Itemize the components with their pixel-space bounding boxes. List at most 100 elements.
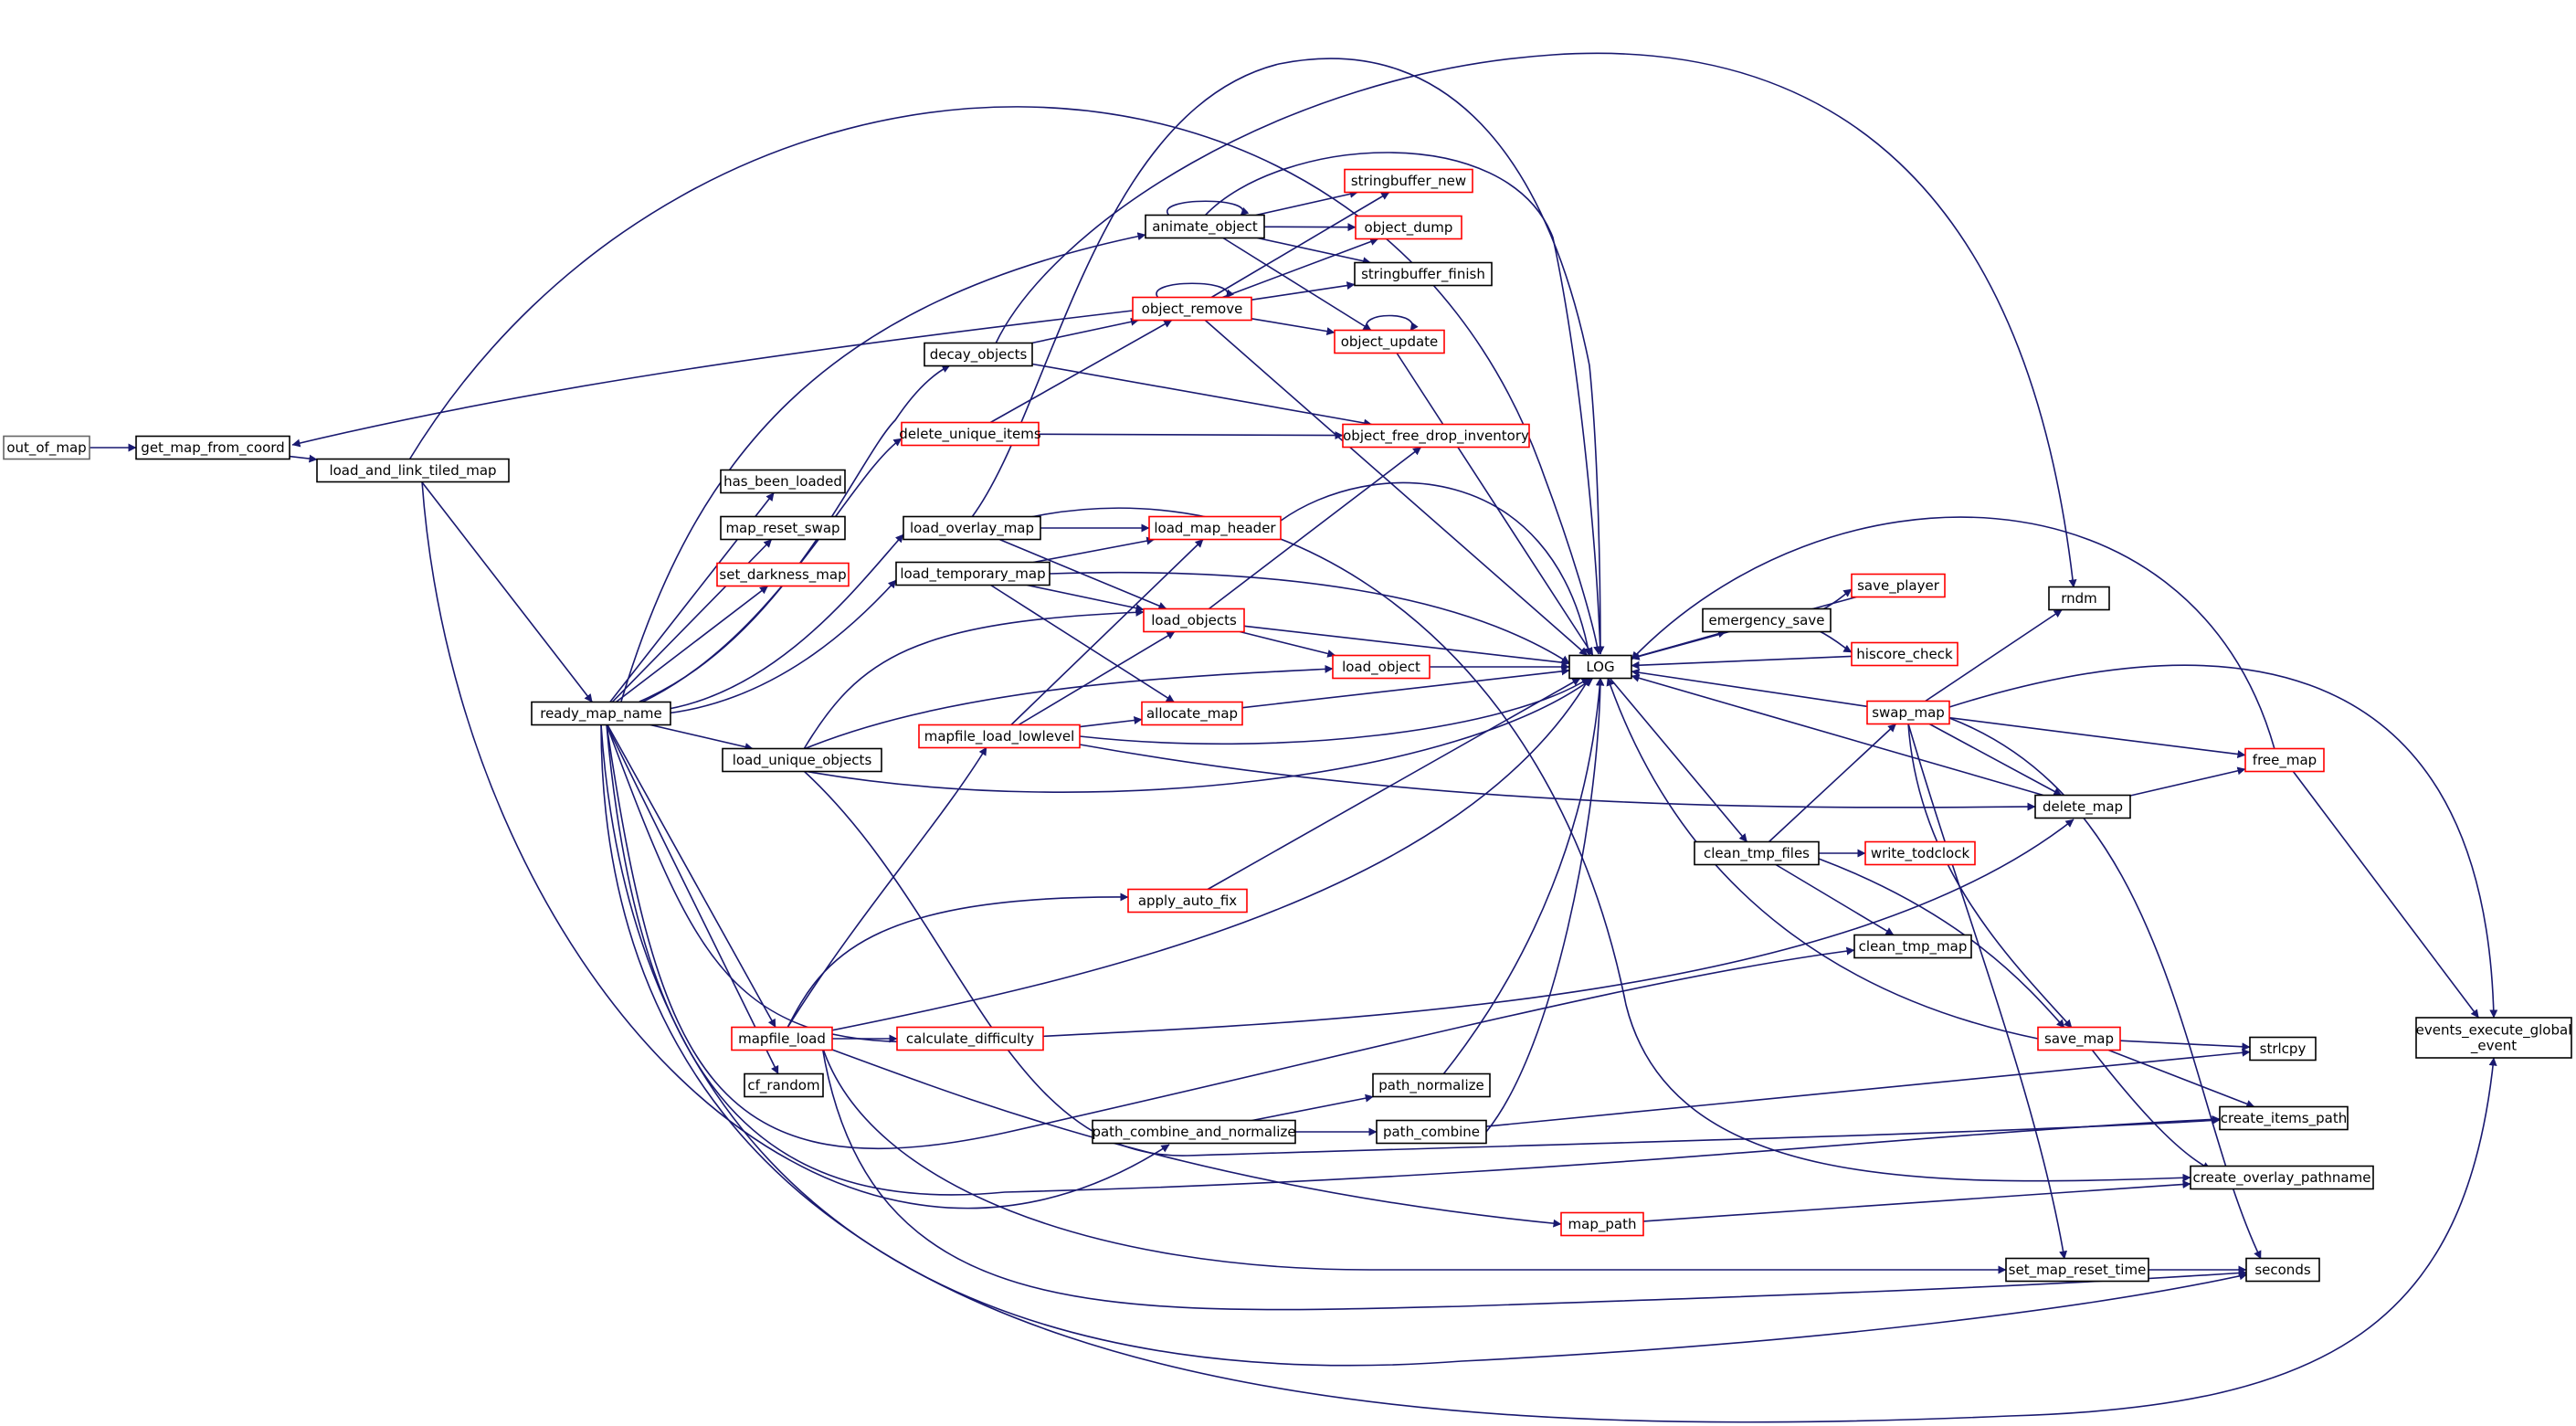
node-allocate_map[interactable]: allocate_map [1141, 701, 1243, 726]
node-box-cf_random[interactable] [744, 1072, 824, 1098]
node-object_remove[interactable]: object_remove [1132, 296, 1252, 322]
node-box-load_objects[interactable] [1143, 607, 1245, 633]
node-box-mapfile_load[interactable] [731, 1026, 833, 1051]
node-box-load_object[interactable] [1332, 654, 1431, 680]
node-box-load_and_link_tiled_map[interactable] [316, 458, 510, 483]
node-box-apply_auto_fix[interactable] [1127, 888, 1248, 914]
node-box-clean_tmp_map[interactable] [1853, 934, 1972, 959]
node-mapfile_load_lowlevel[interactable]: mapfile_load_lowlevel [918, 724, 1081, 749]
node-object_free_drop_inventory[interactable]: object_free_drop_inventory [1342, 423, 1530, 449]
node-save_map[interactable]: save_map [2037, 1026, 2121, 1051]
node-ready_map_name[interactable]: ready_map_name [531, 701, 671, 726]
node-box-set_map_reset_time[interactable] [2005, 1257, 2149, 1283]
node-box-object_remove[interactable] [1132, 296, 1252, 322]
node-path_combine_and_normalize[interactable]: path_combine_and_normalize [1092, 1119, 1296, 1145]
node-box-map_path[interactable] [1560, 1211, 1644, 1237]
node-load_temporary_map[interactable]: load_temporary_map [895, 561, 1050, 586]
node-box-path_combine_and_normalize[interactable] [1092, 1119, 1296, 1145]
node-create_items_path[interactable]: create_items_path [2219, 1105, 2349, 1131]
node-box-object_update[interactable] [1334, 329, 1445, 354]
node-box-create_overlay_pathname[interactable] [2190, 1165, 2374, 1190]
node-box-decay_objects[interactable] [924, 342, 1033, 367]
node-get_map_from_coord[interactable]: get_map_from_coord [135, 435, 290, 460]
node-clean_tmp_files[interactable]: clean_tmp_files [1694, 840, 1820, 866]
node-box-mapfile_load_lowlevel[interactable] [918, 724, 1081, 749]
node-box-stringbuffer_new[interactable] [1344, 168, 1473, 194]
node-box-delete_unique_items[interactable] [901, 421, 1040, 447]
node-clean_tmp_map[interactable]: clean_tmp_map [1853, 934, 1972, 959]
node-map_path[interactable]: map_path [1560, 1211, 1644, 1237]
node-events_execute_global_event[interactable]: events_execute_global_event [2415, 1017, 2572, 1059]
node-stringbuffer_new[interactable]: stringbuffer_new [1344, 168, 1473, 194]
node-box-animate_object[interactable] [1145, 214, 1265, 239]
node-rndm[interactable]: rndm [2048, 586, 2110, 611]
node-cf_random[interactable]: cf_random [744, 1072, 824, 1098]
node-swap_map[interactable]: swap_map [1866, 700, 1950, 725]
node-has_been_loaded[interactable]: has_been_loaded [720, 469, 846, 494]
node-box-create_items_path[interactable] [2219, 1105, 2349, 1131]
node-box-LOG[interactable] [1568, 654, 1632, 680]
node-free_map[interactable]: free_map [2244, 747, 2325, 773]
node-box-delete_map[interactable] [2034, 794, 2131, 819]
node-path_combine[interactable]: path_combine [1376, 1119, 1487, 1145]
node-decay_objects[interactable]: decay_objects [924, 342, 1033, 367]
node-box-object_free_drop_inventory[interactable] [1342, 423, 1530, 449]
node-box-save_player[interactable] [1851, 573, 1946, 598]
node-out_of_map[interactable]: out_of_map [3, 435, 90, 460]
node-animate_object[interactable]: animate_object [1145, 214, 1265, 239]
node-box-map_reset_swap[interactable] [720, 515, 846, 541]
node-box-emergency_save[interactable] [1702, 607, 1832, 633]
node-box-swap_map[interactable] [1866, 700, 1950, 725]
node-delete_map[interactable]: delete_map [2034, 794, 2131, 819]
node-box-load_temporary_map[interactable] [895, 561, 1050, 586]
node-box-seconds[interactable] [2245, 1257, 2320, 1283]
node-box-load_unique_objects[interactable] [722, 747, 882, 773]
node-box-hiscore_check[interactable] [1851, 641, 1958, 667]
node-seconds[interactable]: seconds [2245, 1257, 2320, 1283]
node-strlcpy[interactable]: strlcpy [2249, 1036, 2317, 1062]
node-box-allocate_map[interactable] [1141, 701, 1243, 726]
node-box-write_todclock[interactable] [1864, 840, 1976, 866]
node-box-events_execute_global_event[interactable] [2415, 1017, 2572, 1059]
node-box-path_normalize[interactable] [1372, 1072, 1491, 1098]
node-box-load_overlay_map[interactable] [903, 515, 1041, 541]
node-load_map_header[interactable]: load_map_header [1148, 515, 1282, 541]
node-box-strlcpy[interactable] [2249, 1036, 2317, 1062]
node-write_todclock[interactable]: write_todclock [1864, 840, 1976, 866]
node-box-load_map_header[interactable] [1148, 515, 1282, 541]
node-path_normalize[interactable]: path_normalize [1372, 1072, 1491, 1098]
node-box-clean_tmp_files[interactable] [1694, 840, 1820, 866]
node-box-stringbuffer_finish[interactable] [1354, 261, 1493, 287]
node-box-get_map_from_coord[interactable] [135, 435, 290, 460]
node-box-calculate_difficulty[interactable] [896, 1026, 1044, 1051]
node-box-out_of_map[interactable] [3, 435, 90, 460]
node-box-rndm[interactable] [2048, 586, 2110, 611]
node-map_reset_swap[interactable]: map_reset_swap [720, 515, 846, 541]
node-object_update[interactable]: object_update [1334, 329, 1445, 354]
node-calculate_difficulty[interactable]: calculate_difficulty [896, 1026, 1044, 1051]
node-mapfile_load[interactable]: mapfile_load [731, 1026, 833, 1051]
node-hiscore_check[interactable]: hiscore_check [1851, 641, 1958, 667]
node-box-set_darkness_map[interactable] [716, 562, 850, 587]
node-box-ready_map_name[interactable] [531, 701, 671, 726]
node-create_overlay_pathname[interactable]: create_overlay_pathname [2190, 1165, 2374, 1190]
node-set_map_reset_time[interactable]: set_map_reset_time [2005, 1257, 2149, 1283]
node-set_darkness_map[interactable]: set_darkness_map [716, 562, 850, 587]
node-object_dump[interactable]: object_dump [1355, 215, 1462, 240]
node-emergency_save[interactable]: emergency_save [1702, 607, 1832, 633]
node-box-free_map[interactable] [2244, 747, 2325, 773]
node-load_overlay_map[interactable]: load_overlay_map [903, 515, 1041, 541]
node-load_and_link_tiled_map[interactable]: load_and_link_tiled_map [316, 458, 510, 483]
node-load_objects[interactable]: load_objects [1143, 607, 1245, 633]
node-load_unique_objects[interactable]: load_unique_objects [722, 747, 882, 773]
node-box-path_combine[interactable] [1376, 1119, 1487, 1145]
node-box-object_dump[interactable] [1355, 215, 1462, 240]
node-box-save_map[interactable] [2037, 1026, 2121, 1051]
node-load_object[interactable]: load_object [1332, 654, 1431, 680]
node-save_player[interactable]: save_player [1851, 573, 1946, 598]
node-delete_unique_items[interactable]: delete_unique_items [899, 421, 1041, 447]
node-box-has_been_loaded[interactable] [720, 469, 846, 494]
node-apply_auto_fix[interactable]: apply_auto_fix [1127, 888, 1248, 914]
node-LOG[interactable]: LOG [1568, 654, 1632, 680]
node-stringbuffer_finish[interactable]: stringbuffer_finish [1354, 261, 1493, 287]
